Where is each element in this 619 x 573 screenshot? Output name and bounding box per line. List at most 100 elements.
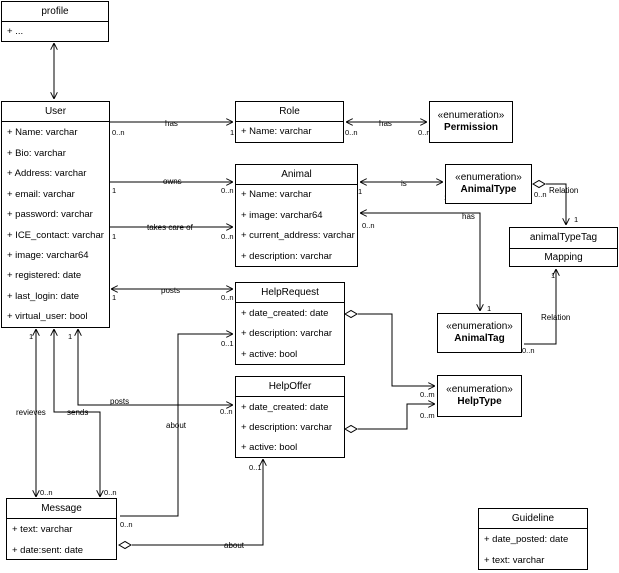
stereotype: «enumeration»	[446, 321, 513, 332]
mult-map-rel2: 1	[551, 271, 555, 280]
class-name: Guideline	[511, 513, 555, 524]
label-is: is	[401, 179, 407, 188]
tag-mapping-link	[524, 269, 556, 345]
attribute: + password: varchar	[7, 209, 93, 220]
mult-animal-owns: 0..n	[221, 186, 234, 195]
class-profile: profile + ...	[1, 1, 109, 42]
attribute: + ...	[7, 26, 24, 37]
attribute: + description: varchar	[241, 328, 333, 339]
attribute: + date:sent: date	[12, 545, 84, 556]
attribute: + date_posted: date	[484, 534, 569, 545]
type-mapping-link	[546, 183, 566, 225]
class-animal-tag: «enumeration» AnimalTag	[437, 313, 522, 353]
attribute: + Bio: varchar	[7, 148, 66, 159]
class-name: HelpRequest	[261, 287, 319, 298]
label-has-tag: has	[462, 212, 475, 221]
mult-offer-about: 0..1	[249, 463, 262, 472]
mult-msg-recv: 0..n	[40, 488, 53, 497]
class-help-request: HelpRequest + date_created: date + descr…	[235, 282, 345, 365]
mult-req-help: 0..m	[420, 390, 435, 399]
mult-user-role: 0..n	[112, 128, 125, 137]
sends-link	[54, 329, 100, 497]
class-name: Animal	[281, 169, 312, 180]
posts-offer-link	[78, 329, 233, 405]
attribute: + email: varchar	[7, 189, 75, 200]
mult-role-perm: 0..n	[345, 128, 358, 137]
class-user: User + Name: varchar + Bio: varchar + Ad…	[1, 101, 110, 328]
mult-offer-help: 0..m	[420, 411, 435, 420]
mult-user-owns: 1	[112, 186, 116, 195]
attribute: + Name: varchar	[7, 127, 78, 138]
mult-animal-care: 0..n	[221, 232, 234, 241]
attribute: + active: bool	[241, 349, 298, 360]
offer-helptype-aggregation	[344, 424, 358, 434]
mult-perm: 0..m	[418, 128, 433, 137]
class-name: AnimalType	[460, 184, 517, 195]
attribute: + image: varchar64	[7, 250, 89, 261]
label-has: has	[165, 119, 178, 128]
attribute: + Address: varchar	[7, 168, 87, 179]
stereotype: «enumeration»	[446, 384, 513, 395]
mult-tag-has: 1	[487, 304, 491, 313]
type-mapping-aggregation	[532, 179, 546, 189]
mult-user-offer: 0..n	[220, 407, 233, 416]
class-animal-type-tag-mapping: animalTypeTag Mapping	[509, 227, 618, 267]
mult-user-care: 1	[112, 232, 116, 241]
mult-role: 1	[230, 128, 234, 137]
attribute: + description: varchar	[241, 422, 333, 433]
label-posts-offer: posts	[110, 397, 129, 406]
attribute: + image: varchar64	[241, 210, 323, 221]
class-animal-type: «enumeration» AnimalType	[445, 164, 532, 204]
class-help-type: «enumeration» HelpType	[437, 375, 522, 417]
class-help-offer: HelpOffer + date_created: date + descrip…	[235, 376, 345, 458]
class-name: Message	[41, 503, 82, 514]
class-name: User	[44, 106, 67, 117]
class-animal: Animal + Name: varchar + image: varchar6…	[235, 164, 358, 267]
attribute: + description: varchar	[241, 251, 333, 262]
mult-type-rel: 0..n	[534, 190, 547, 199]
class-role: Role + Name: varchar	[235, 101, 344, 143]
label-receives: revieves	[16, 408, 46, 417]
request-helptype-link	[358, 313, 435, 386]
label-takes-care-of: takes care of	[147, 223, 194, 232]
label-owns: owns	[163, 177, 182, 186]
class-name: animalTypeTag Mapping	[529, 232, 598, 263]
mult-msg-send: 0..n	[104, 488, 117, 497]
label-about-request: about	[166, 421, 187, 430]
class-name: Permission	[444, 122, 498, 133]
class-message: Message + text: varchar + date:sent: dat…	[6, 498, 117, 560]
attribute: + virtual_user: bool	[7, 311, 88, 322]
class-name: AnimalTag	[454, 333, 505, 344]
mult-user-msg-b: 1	[68, 332, 72, 341]
request-helptype-aggregation	[344, 309, 358, 319]
about-offer-aggregation	[118, 540, 132, 550]
mult-req-about: 0..1	[221, 339, 234, 348]
mult-msg-about: 0..n	[120, 520, 133, 529]
mult-animal-has: 0..n	[362, 221, 375, 230]
animal-tag-link	[360, 213, 480, 311]
about-offer-link	[132, 459, 263, 546]
class-name: HelpOffer	[268, 381, 312, 392]
label-sends: sends	[67, 408, 88, 417]
mult-map-rel: 1	[574, 215, 578, 224]
label-about-offer: about	[224, 541, 245, 550]
offer-helptype-link	[358, 404, 435, 430]
attribute: + date_created: date	[241, 308, 329, 319]
attribute: + registered: date	[7, 270, 82, 281]
mult-tag-rel: 0..n	[522, 346, 535, 355]
class-name: HelpType	[457, 396, 502, 407]
about-request-link	[120, 334, 233, 517]
attribute: + text: varchar	[12, 524, 73, 535]
class-guideline: Guideline + date_posted: date + text: va…	[478, 508, 588, 570]
label-has-permission: has	[379, 119, 392, 128]
mult-user-msg-a: 1	[29, 332, 33, 341]
class-name: Role	[279, 106, 300, 117]
mult-req: 0..n	[221, 293, 234, 302]
attribute: + date_created: date	[241, 402, 329, 413]
attribute: + active: bool	[241, 442, 298, 453]
attribute: + last_login: date	[7, 291, 80, 302]
class-permission: «enumeration» Permission	[429, 101, 513, 143]
mult-user-req: 1	[112, 293, 116, 302]
attribute: + current_address: varchar	[241, 230, 355, 241]
attribute: + Name: varchar	[241, 189, 312, 200]
